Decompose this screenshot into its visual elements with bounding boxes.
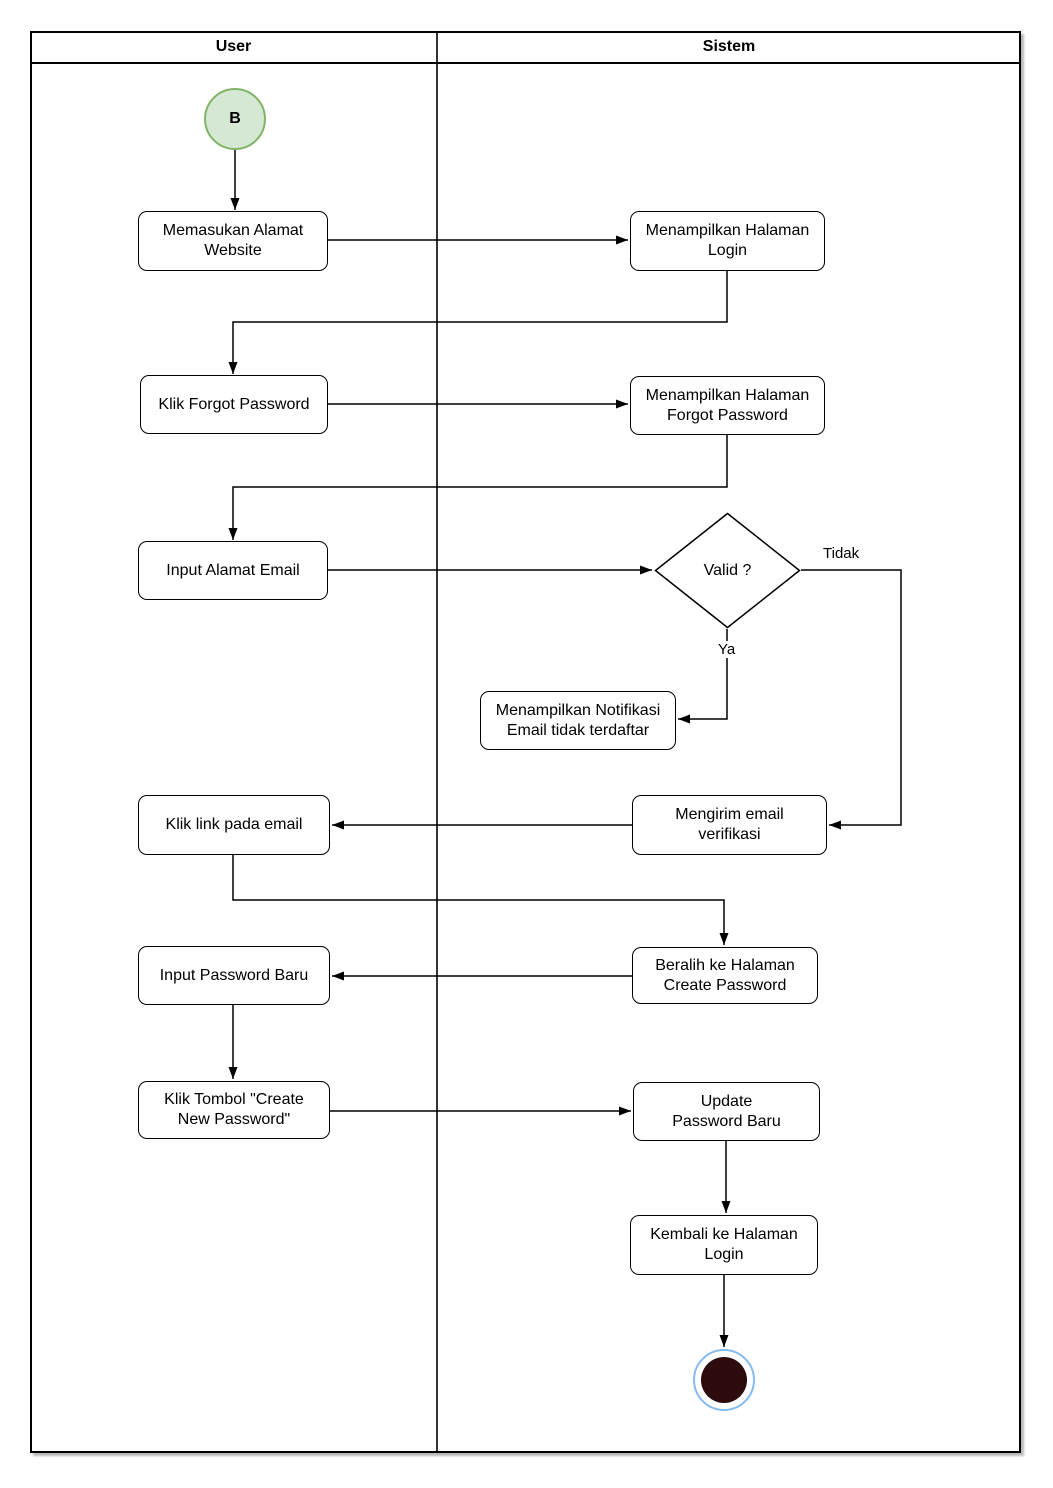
decision-valid: Valid ? xyxy=(654,512,801,629)
decision-valid-label: Valid ? xyxy=(703,561,752,579)
end-node-core xyxy=(701,1357,747,1403)
edge-valid-tidak-to-send-email xyxy=(801,569,902,830)
action-notif-email-label: Menampilkan Notifikasi Email tidak terda… xyxy=(495,701,661,739)
action-input-email: Input Alamat Email xyxy=(138,541,328,600)
action-enter-website-label: Memasukan Alamat Website xyxy=(162,222,304,259)
action-click-link-label: Klik link pada email xyxy=(165,816,303,834)
action-goto-create-label: Beralih ke Halaman Create Password xyxy=(655,956,795,994)
lane-header-sistem: Sistem xyxy=(702,38,756,55)
action-click-link: Klik link pada email xyxy=(138,795,330,855)
action-update-password-label: Update Password Baru xyxy=(672,1092,781,1130)
start-node: B xyxy=(204,88,266,150)
action-input-email-label: Input Alamat Email xyxy=(166,561,300,579)
action-goto-create: Beralih ke Halaman Create Password xyxy=(632,947,818,1004)
end-node xyxy=(693,1349,755,1411)
action-show-forgot: Menampilkan Halaman Forgot Password xyxy=(630,376,825,435)
action-show-forgot-label: Menampilkan Halaman Forgot Password xyxy=(645,386,810,424)
action-update-password: Update Password Baru xyxy=(633,1082,820,1141)
action-notif-email: Menampilkan Notifikasi Email tidak terda… xyxy=(480,691,676,750)
decision-diamond-shape xyxy=(654,512,801,629)
edge-show-login-to-click-forgot xyxy=(228,270,728,374)
start-node-label: B xyxy=(229,110,241,128)
edge-click-link-to-goto-create xyxy=(232,855,729,945)
edge-show-forgot-to-input-email xyxy=(228,435,728,540)
action-click-create-label: Klik Tombol "Create New Password" xyxy=(164,1091,304,1128)
action-click-create: Klik Tombol "Create New Password" xyxy=(138,1081,330,1139)
action-show-login: Menampilkan Halaman Login xyxy=(630,211,825,271)
edge-label-ya: Ya xyxy=(716,641,738,658)
action-send-email-label: Mengirim email verifikasi xyxy=(675,806,784,843)
lane-header-user: User xyxy=(215,38,252,55)
swimlane-frame xyxy=(30,31,1021,1453)
edge-label-tidak: Tidak xyxy=(821,545,862,562)
action-back-login: Kembali ke Halaman Login xyxy=(630,1215,818,1275)
action-enter-website: Memasukan Alamat Website xyxy=(138,211,328,271)
action-click-forgot: Klik Forgot Password xyxy=(140,375,328,434)
action-input-password-label: Input Password Baru xyxy=(159,966,309,984)
action-click-forgot-label: Klik Forgot Password xyxy=(158,395,310,413)
action-back-login-label: Kembali ke Halaman Login xyxy=(650,1226,798,1263)
action-input-password: Input Password Baru xyxy=(138,946,330,1005)
action-show-login-label: Menampilkan Halaman Login xyxy=(645,222,810,259)
edge-valid-ya-to-notif-email xyxy=(678,629,728,724)
action-send-email: Mengirim email verifikasi xyxy=(632,795,827,855)
